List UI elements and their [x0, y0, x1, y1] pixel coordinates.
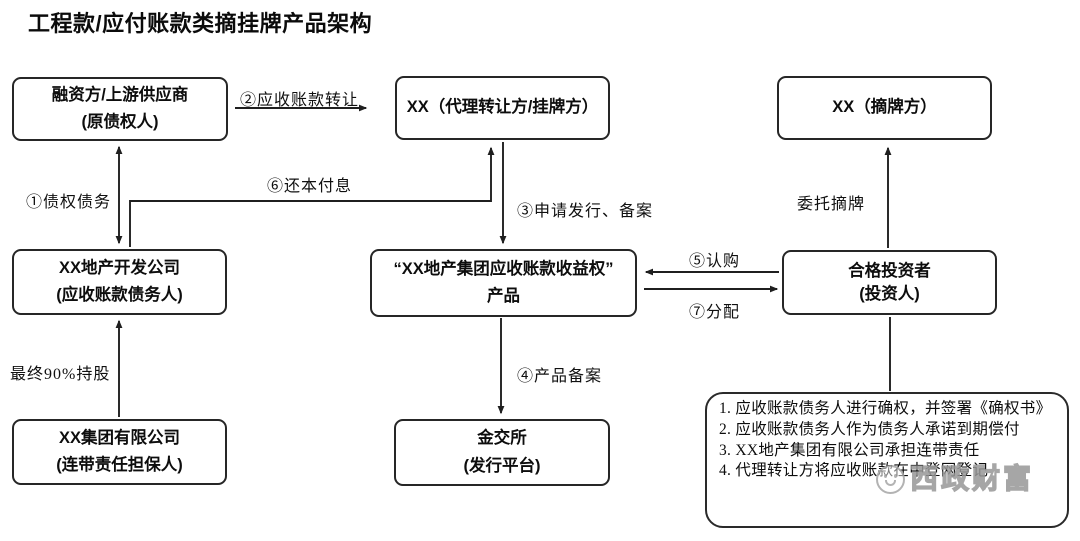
node-financier: 融资方/上游供应商 (原债权人) — [12, 77, 228, 141]
node-product-line1: “XX地产集团应收账款收益权” — [393, 259, 614, 278]
edge-label-repay: ⑥还本付息 — [267, 178, 353, 195]
notes-box: 1. 应收账款债务人进行确权，并签署《确权书》 2. 应收账款债务人作为债务人承… — [705, 392, 1069, 528]
node-group-line2: (连带责任担保人) — [56, 456, 183, 474]
node-exchange-line1: 金交所 — [477, 429, 527, 448]
node-group: XX集团有限公司 (连带责任担保人) — [12, 419, 227, 485]
note-item-2: 2. 应收账款债务人作为债务人承诺到期偿付 — [719, 420, 1020, 438]
edge-repay-line — [129, 146, 495, 247]
node-investor-line2: (投资人) — [859, 284, 920, 303]
node-financier-line1: 融资方/上游供应商 — [51, 85, 189, 104]
edge-label-claim-debt: ①债权债务 — [26, 194, 112, 211]
note-item-4: 4. 代理转让方将应收账款在中登网登记 — [719, 462, 989, 480]
node-agent: XX（代理转让方/挂牌方） — [395, 76, 610, 140]
edge-label-subscribe: ⑤认购 — [689, 253, 741, 270]
node-product-line2: 产品 — [487, 287, 520, 305]
watermark-smiley-icon — [876, 464, 905, 494]
edge-label-apply-issue: ③申请发行、备案 — [517, 203, 654, 220]
node-exchange: 金交所 (发行平台) — [394, 419, 610, 486]
page-title: 工程款/应付账款类摘挂牌产品架构 — [28, 11, 373, 36]
watermark: 西政财富 — [876, 461, 1034, 497]
watermark-icon-mouth — [885, 479, 896, 486]
node-exchange-line2: (发行平台) — [463, 456, 541, 475]
node-group-line1: XX集团有限公司 — [58, 428, 180, 447]
node-developer-line2: (应收账款债务人) — [56, 286, 183, 304]
watermark-icon-eye-left — [884, 473, 887, 478]
node-delister-line1: XX（摘牌方） — [832, 98, 937, 117]
node-delister: XX（摘牌方） — [777, 76, 992, 140]
watermark-text: 西政财富 — [909, 463, 1035, 494]
node-investor-line1: 合格投资者 — [848, 262, 931, 281]
node-financier-line2: (原债权人) — [81, 113, 159, 131]
node-developer: XX地产开发公司 (应收账款债务人) — [12, 249, 227, 315]
edge-label-transfer: ②应收账款转让 — [240, 92, 360, 109]
note-item-1: 1. 应收账款债务人进行确权，并签署《确权书》 — [719, 400, 1052, 417]
node-investor: 合格投资者 (投资人) — [782, 250, 997, 315]
watermark-icon-eye-right — [894, 473, 897, 478]
note-item-3: 3. XX地产集团有限公司承担连带责任 — [719, 441, 980, 459]
node-product: “XX地产集团应收账款收益权” 产品 — [370, 249, 637, 317]
node-developer-line1: XX地产开发公司 — [58, 258, 180, 277]
edge-label-holding: 最终90%持股 — [10, 366, 111, 383]
node-agent-line1: XX（代理转让方/挂牌方） — [406, 98, 599, 117]
edge-label-distribute: ⑦分配 — [689, 304, 741, 321]
edge-label-entrust: 委托摘牌 — [797, 196, 866, 213]
edge-label-product-filing: ④产品备案 — [517, 368, 603, 385]
notes-list: 1. 应收账款债务人进行确权，并签署《确权书》 2. 应收账款债务人作为债务人承… — [719, 399, 1057, 482]
